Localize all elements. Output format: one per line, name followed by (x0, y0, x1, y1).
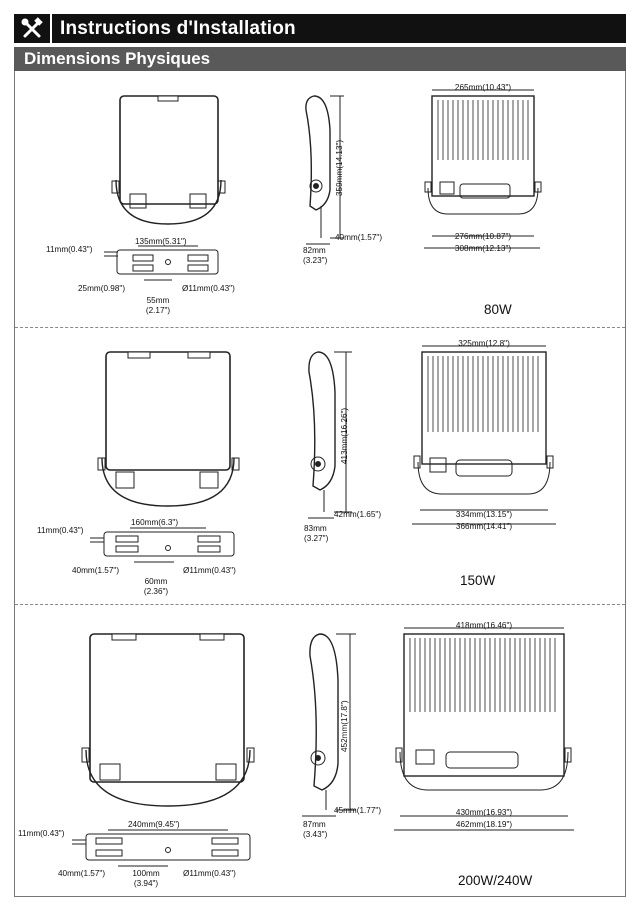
page-title: Instructions d'Installation (60, 17, 296, 39)
slot-mm-label: 100mm (132, 869, 160, 878)
depth-in-label: (3.43") (303, 830, 328, 839)
wattage-label: 200W/240W (458, 873, 533, 888)
top-width-label: 325mm(12.8") (458, 339, 510, 348)
slot-in-label: (3.94") (133, 879, 159, 888)
bracket-width-label: 160mm(6.3") (131, 518, 179, 527)
bracket-width-label: 240mm(9.45") (128, 820, 180, 829)
slot-mm-label: 60mm (144, 577, 168, 586)
height-label: 452mm(17.8") (340, 700, 349, 752)
hole-diameter-label: Ø11mm(0.43") (183, 869, 236, 878)
total-width-label: 308mm(12.13") (454, 244, 512, 253)
total-width-label: 366mm(14.41") (455, 522, 513, 531)
section-title: Dimensions Physiques (14, 47, 626, 71)
hole-offset-label: 40mm(1.57") (58, 869, 106, 878)
edge-label: 11mm(0.43") (18, 829, 65, 838)
bracket-span-label: 430mm(16.93") (455, 808, 513, 817)
slot-in-label: (2.17") (145, 306, 171, 315)
slot-mm-label: 55mm (146, 296, 170, 305)
header-bar: Instructions d'Installation (14, 14, 626, 43)
bracket-span-label: 334mm(13.15") (455, 510, 513, 519)
depth-mm-label: 83mm (304, 524, 327, 533)
bracket-span-label: 276mm(10.87") (454, 232, 512, 241)
bracket-width-label: 135mm(5.31") (135, 237, 187, 246)
total-width-label: 462mm(18.19") (455, 820, 513, 829)
wattage-label: 150W (460, 573, 496, 588)
top-width-label: 265mm(10.43") (454, 83, 512, 92)
section-divider (15, 604, 625, 605)
hole-offset-label: 25mm(0.98") (78, 284, 126, 293)
height-label: 359mm(14.13") (335, 139, 344, 196)
hole-diameter-label: Ø11mm(0.43") (183, 566, 236, 575)
depth-in-label: (3.27") (304, 534, 329, 543)
slot-in-label: (2.36") (143, 587, 169, 596)
tools-icon (14, 14, 52, 43)
side-offset-label: 42mm(1.65") (334, 510, 382, 519)
side-offset-label: 45mm(1.77") (334, 806, 382, 815)
depth-mm-label: 87mm (303, 820, 326, 829)
depth-mm-label: 82mm (303, 246, 326, 255)
hole-offset-label: 40mm(1.57") (72, 566, 120, 575)
edge-label: 11mm(0.43") (37, 526, 84, 535)
depth-in-label: (3.23") (303, 256, 328, 265)
height-label: 413mm(16.26") (340, 407, 349, 464)
drawing-frame (14, 71, 626, 897)
wattage-label: 80W (484, 302, 512, 317)
edge-label: 11mm(0.43") (46, 245, 93, 254)
top-width-label: 418mm(16.46") (455, 621, 513, 630)
hole-diameter-label: Ø11mm(0.43") (182, 284, 235, 293)
side-offset-label: 40mm(1.57") (335, 233, 383, 242)
section-divider (15, 327, 625, 328)
